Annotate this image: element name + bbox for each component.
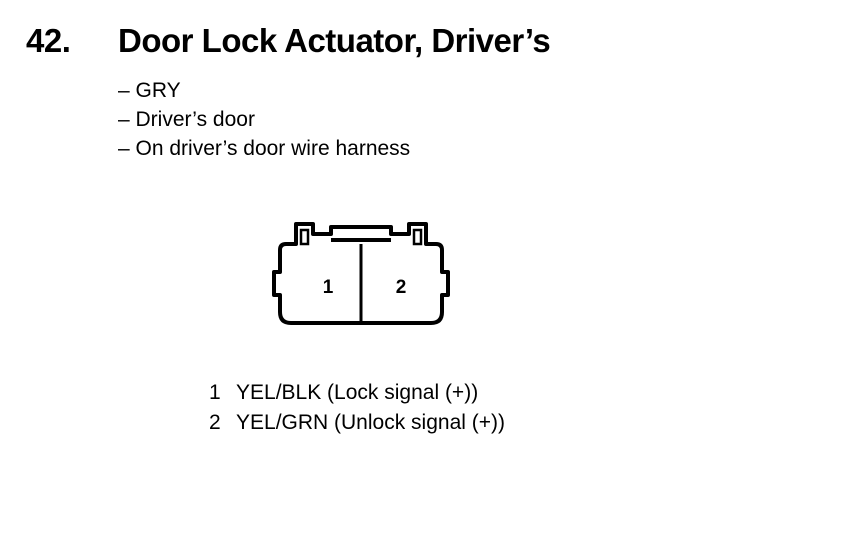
connector-tab-left [299, 228, 310, 246]
pin-description: YEL/BLK (Lock signal (+)) [236, 381, 479, 404]
detail-harness: – On driver’s door wire harness [118, 137, 411, 160]
pin-list: 1 YEL/BLK (Lock signal (+)) 2 YEL/GRN (Unl… [209, 378, 505, 438]
terminal-label-2: 2 [396, 277, 407, 298]
component-title: Door Lock Actuator, Driver’s [118, 22, 551, 59]
connector-details: – GRY – Driver’s door – On driver’s door… [118, 76, 410, 163]
terminal-label-1: 1 [323, 277, 334, 298]
pin-number: 1 [209, 381, 221, 404]
detail-color: – GRY [118, 79, 181, 102]
pin-row: 1 YEL/BLK (Lock signal (+)) [209, 378, 505, 408]
component-heading: 42. Door Lock Actuator, Driver’s [26, 22, 551, 60]
pin-description: YEL/GRN (Unlock signal (+)) [236, 411, 505, 434]
connector-housing [272, 222, 450, 325]
detail-location: – Driver’s door [118, 108, 255, 131]
pin-row: 2 YEL/GRN (Unlock signal (+)) [209, 408, 505, 438]
component-number: 42. [26, 22, 71, 59]
connector-tab-right [412, 228, 423, 246]
pin-number: 2 [209, 411, 221, 434]
connector-diagram: 1 2 [272, 222, 450, 325]
